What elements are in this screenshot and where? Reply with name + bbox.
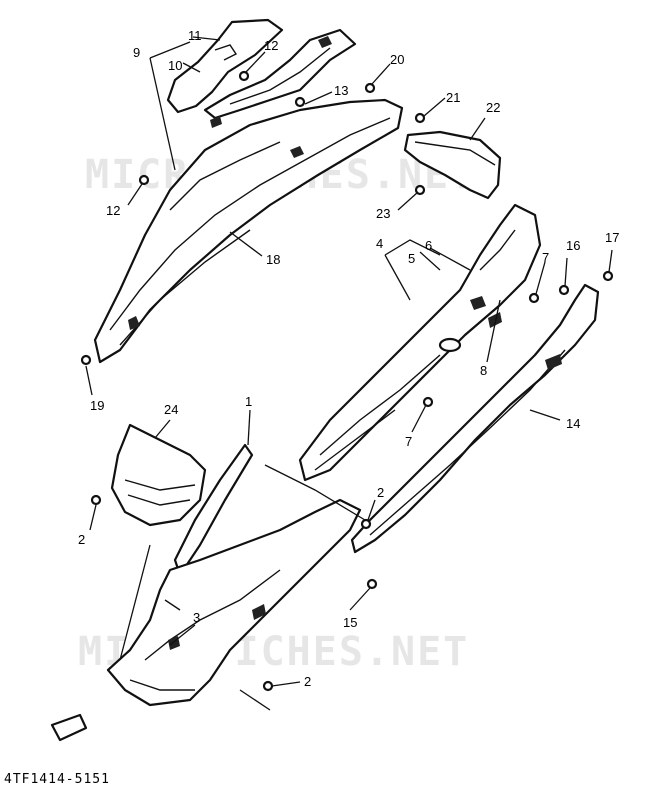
callout-13: 13 <box>334 83 348 98</box>
callout-10: 10 <box>168 58 182 73</box>
callout-5: 5 <box>408 251 415 266</box>
callout-23: 23 <box>376 206 390 221</box>
part-9-side-cover-upper <box>203 28 357 120</box>
callout-1: 1 <box>245 394 252 409</box>
callout-12-left: 12 <box>106 203 120 218</box>
callout-14: 14 <box>566 416 580 431</box>
part-1-leg-shield <box>106 443 362 707</box>
callout-18: 18 <box>266 252 280 267</box>
callout-2-right: 2 <box>377 485 384 500</box>
callout-19: 19 <box>90 398 104 413</box>
callout-20: 20 <box>390 52 404 67</box>
fasteners <box>50 70 614 742</box>
part-18-side-cover <box>93 98 404 364</box>
callout-24: 24 <box>164 402 178 417</box>
callout-15: 15 <box>343 615 357 630</box>
callout-16: 16 <box>566 238 580 253</box>
callout-22: 22 <box>486 100 500 115</box>
callout-11: 11 <box>188 28 202 43</box>
part-4-floor-board <box>298 203 542 482</box>
callout-4: 4 <box>376 236 383 251</box>
callout-3: 3 <box>193 610 200 625</box>
callout-21: 21 <box>446 90 460 105</box>
leader-lines <box>85 36 613 711</box>
callout-2-left: 2 <box>78 532 85 547</box>
callout-labels: 11 9 10 12 13 20 21 22 12 23 4 6 5 18 7 … <box>78 28 619 689</box>
callout-6: 6 <box>425 238 432 253</box>
callout-2-bottom: 2 <box>304 674 311 689</box>
callout-8: 8 <box>480 363 487 378</box>
callout-7-bottom: 7 <box>405 434 412 449</box>
drawing-code: 4TF1414-5151 <box>4 772 110 787</box>
part-11-decal <box>166 18 284 114</box>
part-24-lower-front <box>110 423 207 527</box>
callout-7-top: 7 <box>542 250 549 265</box>
part-14-side-rail <box>350 283 600 554</box>
callout-12-top: 12 <box>264 38 278 53</box>
callout-17: 17 <box>605 230 619 245</box>
callout-9: 9 <box>133 45 140 60</box>
part-22-rear-piece <box>403 130 502 200</box>
